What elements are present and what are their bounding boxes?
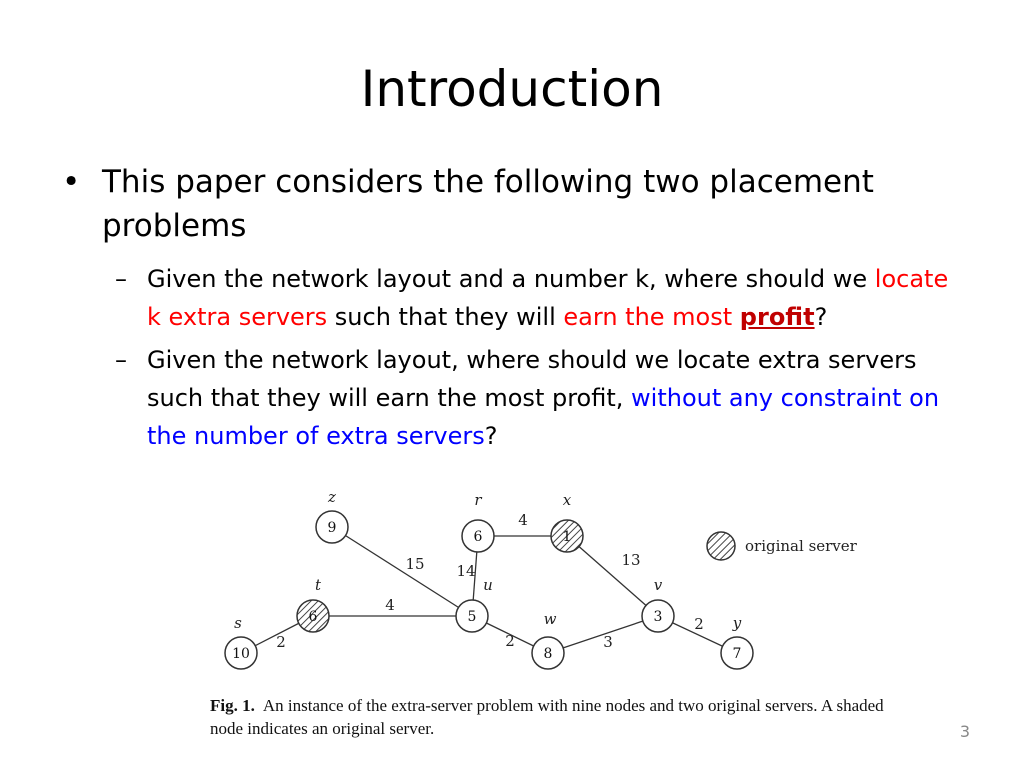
node-y: 7y bbox=[720, 614, 754, 670]
node-label: y bbox=[732, 614, 742, 632]
edge-weight-label: 4 bbox=[385, 596, 395, 614]
edge-weight-label: 13 bbox=[621, 551, 640, 569]
node-value: 6 bbox=[309, 609, 318, 625]
slide-title: Introduction bbox=[360, 60, 664, 118]
node-value: 8 bbox=[544, 646, 553, 662]
node-label: r bbox=[474, 491, 482, 509]
sub2-text-a: Given the network layout, where should w… bbox=[147, 346, 917, 412]
edge-x-v bbox=[566, 535, 659, 617]
sub-bullet-dash: – bbox=[115, 346, 127, 374]
sub1-question-mark: ? bbox=[814, 303, 828, 331]
sub1-highlight-earn: earn the most bbox=[563, 303, 740, 331]
legend-label: original server bbox=[745, 537, 858, 555]
edge-weight-label: 3 bbox=[603, 633, 613, 651]
sub2-question-mark: ? bbox=[484, 422, 498, 450]
node-circle bbox=[315, 510, 349, 544]
edge-w-v bbox=[547, 615, 659, 654]
page-number: 3 bbox=[959, 722, 970, 741]
sub1-text-a: Given the network layout and a number k,… bbox=[147, 265, 875, 293]
node-value: 7 bbox=[733, 646, 742, 662]
node-r: 6r bbox=[461, 491, 495, 553]
node-circle bbox=[224, 636, 258, 670]
node-label: s bbox=[234, 614, 242, 632]
node-s: 10 s bbox=[224, 614, 258, 670]
node-label: v bbox=[654, 576, 663, 594]
original-server-node-circle bbox=[550, 519, 584, 553]
node-circle bbox=[531, 636, 565, 670]
sub-bullet-1-text: Given the network layout and a number k,… bbox=[147, 260, 967, 336]
node-z: 9z bbox=[315, 488, 349, 544]
main-bullet-text: This paper considers the following two p… bbox=[102, 164, 874, 244]
node-v: 3v bbox=[641, 576, 675, 633]
sub1-profit-word: profit bbox=[739, 303, 815, 331]
edge-weight-label: 4 bbox=[518, 511, 528, 529]
node-x: 1x bbox=[550, 491, 584, 553]
node-value: 6 bbox=[474, 529, 483, 545]
edge-weight-label: 15 bbox=[405, 555, 424, 573]
node-circle bbox=[461, 519, 495, 553]
edge-z-u bbox=[331, 526, 473, 617]
sub1-text-b: such that they will bbox=[327, 303, 564, 331]
edge-weight-label: 2 bbox=[276, 633, 286, 651]
legend-hatched-node-icon bbox=[706, 531, 736, 561]
node-u: 5u bbox=[455, 576, 493, 633]
node-value: 10 bbox=[232, 646, 250, 662]
node-t: 6t bbox=[296, 576, 330, 633]
sub-bullet-dash: – bbox=[115, 265, 127, 293]
node-label: x bbox=[563, 491, 572, 509]
sub-bullet-2-text: Given the network layout, where should w… bbox=[147, 341, 967, 455]
legend: original server bbox=[706, 531, 858, 561]
node-w: 8w bbox=[531, 610, 565, 670]
node-value: 3 bbox=[654, 609, 663, 625]
node-circle bbox=[720, 636, 754, 670]
node-value: 9 bbox=[328, 520, 337, 536]
caption-text: An instance of the extra-server problem … bbox=[210, 696, 884, 738]
node-label: u bbox=[483, 576, 493, 594]
caption-label: Fig. 1. bbox=[210, 696, 255, 715]
node-value: 5 bbox=[468, 609, 477, 625]
figure-caption: Fig. 1.An instance of the extra-server p… bbox=[210, 694, 910, 740]
original-server-node-circle bbox=[296, 599, 330, 633]
node-circle bbox=[455, 599, 489, 633]
node-circle bbox=[641, 599, 675, 633]
node-label: t bbox=[315, 576, 322, 594]
edge-weight-label: 2 bbox=[505, 632, 515, 650]
sub1-highlight-locate: locate k extra servers bbox=[147, 265, 949, 331]
node-value: 1 bbox=[563, 529, 572, 545]
edge-weight-label: 14 bbox=[456, 562, 475, 580]
node-label: z bbox=[327, 488, 336, 506]
node-label: w bbox=[544, 610, 557, 628]
edge-weight-label: 2 bbox=[694, 615, 704, 633]
sub2-highlight-constraint: without any constraint on the number of … bbox=[147, 384, 940, 450]
bullet-dot: • bbox=[62, 164, 81, 200]
